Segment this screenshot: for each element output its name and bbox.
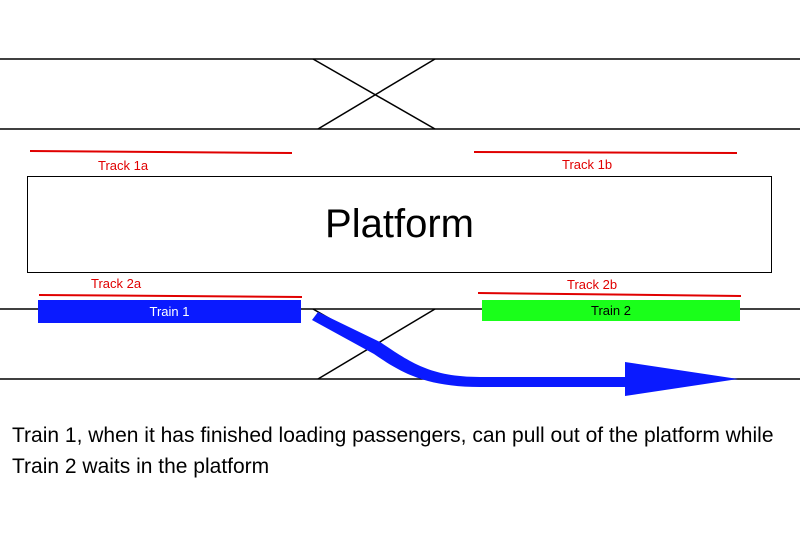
caption: Train 1, when it has finished loading pa… [12, 424, 774, 478]
train-2: Train 2 [482, 300, 740, 321]
train-1-label: Train 1 [149, 304, 190, 319]
track-2a-marker [38, 294, 303, 298]
platform-label: Platform [325, 202, 474, 246]
upper-crossover-a [312, 58, 436, 130]
train-1: Train 1 [38, 300, 301, 323]
track-2a-label: Track 2a [91, 276, 142, 291]
track-1a-label: Track 1a [98, 158, 149, 173]
track-2b-label: Track 2b [567, 277, 618, 292]
platform: Platform [27, 176, 772, 273]
track-1a-marker [29, 150, 293, 154]
track-1b-marker [473, 151, 738, 154]
departure-arrow [312, 312, 738, 396]
track-1b-label: Track 1b [562, 157, 613, 172]
upper-crossover-b [317, 58, 436, 130]
train-2-label: Train 2 [591, 303, 631, 318]
track-2b-marker [477, 292, 742, 297]
